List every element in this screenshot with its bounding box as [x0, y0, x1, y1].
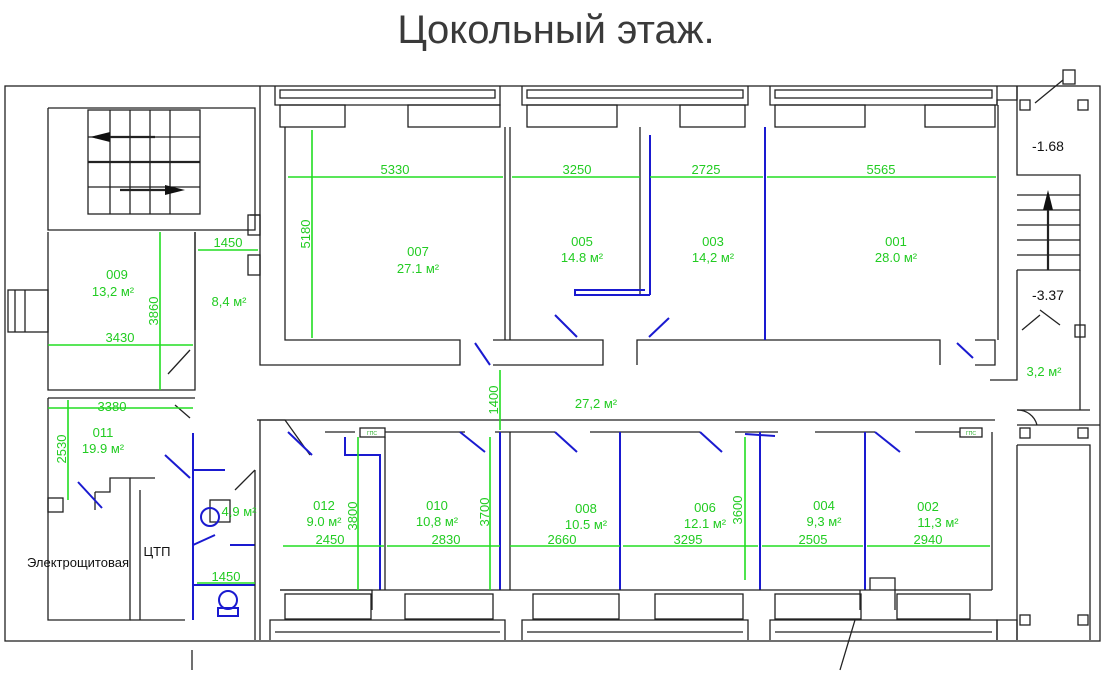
room-008-area: 10.5 м²: [565, 517, 608, 532]
page-title: Цокольный этаж.: [397, 8, 715, 52]
windows-bottom: [275, 593, 992, 633]
stair-area: 3,2 м²: [1027, 364, 1063, 379]
room-005-num: 005: [571, 234, 593, 249]
dim-2725: 2725: [692, 162, 721, 177]
dimension-lines: [48, 130, 996, 590]
dim-5330: 5330: [381, 162, 410, 177]
vestibule-area: 8,4 м²: [212, 294, 248, 309]
wc-area: 4,9 м²: [222, 504, 258, 519]
left-stair: [7, 107, 256, 333]
room-009-area: 13,2 м²: [92, 284, 135, 299]
lower-rooms: [257, 419, 995, 640]
left-lower-block: [47, 398, 856, 671]
dim-3250: 3250: [563, 162, 592, 177]
windows-top: [279, 89, 996, 128]
room-012-area: 9.0 м²: [307, 514, 343, 529]
room-009-walls: [47, 232, 196, 399]
dim-3800: 3800: [345, 502, 360, 531]
label-heat-point: ЦТП: [144, 544, 171, 559]
dim-2530: 2530: [54, 435, 69, 464]
room-010-num: 010: [426, 498, 448, 513]
outer-walls: [4, 85, 1101, 642]
room-005-area: 14.8 м²: [561, 250, 604, 265]
dim-1400: 1400: [486, 386, 501, 415]
level-mark-1: -1.68: [1032, 138, 1064, 154]
dim-2505: 2505: [799, 532, 828, 547]
dim-2940: 2940: [914, 532, 943, 547]
room-001-area: 28.0 м²: [875, 250, 918, 265]
room-004-num: 004: [813, 498, 835, 513]
room-003-num: 003: [702, 234, 724, 249]
dimension-values: 5330 3250 2725 5565 5180 1450 3860 3430 …: [54, 162, 942, 584]
right-stair: [990, 69, 1100, 640]
corridor-area: 27,2 м²: [575, 396, 618, 411]
room-007-num: 007: [407, 244, 429, 259]
dim-1450-bottom: 1450: [212, 569, 241, 584]
sign-label-left: ГПС: [367, 431, 377, 437]
room-010-area: 10,8 м²: [416, 514, 459, 529]
room-001-num: 001: [885, 234, 907, 249]
dim-2830: 2830: [432, 532, 461, 547]
dim-3430: 3430: [106, 330, 135, 345]
corridor-walls: [247, 86, 999, 366]
dim-5565: 5565: [867, 162, 896, 177]
label-electrical-room: Электрощитовая: [27, 555, 129, 570]
room-008-num: 008: [575, 501, 597, 516]
room-006-num: 006: [694, 500, 716, 515]
dim-1450-top: 1450: [214, 235, 243, 250]
dim-3380: 3380: [98, 399, 127, 414]
dim-2450: 2450: [316, 532, 345, 547]
dim-3700: 3700: [477, 498, 492, 527]
room-002-area: 11,3 м²: [917, 515, 959, 530]
room-011-num: 011: [93, 425, 114, 440]
dim-3295: 3295: [674, 532, 703, 547]
level-mark-2: -3.37: [1032, 287, 1064, 303]
room-006-area: 12.1 м²: [684, 516, 727, 531]
annotations: -1.68 -3.37 Электрощитовая ЦТП ГПС ГПС: [27, 138, 1064, 570]
dim-5180: 5180: [298, 220, 313, 249]
room-002-num: 002: [917, 499, 939, 514]
sign-label-right: ГПС: [966, 431, 976, 437]
room-004-area: 9,3 м²: [807, 514, 843, 529]
dim-3860: 3860: [146, 297, 161, 326]
dim-3600: 3600: [730, 496, 745, 525]
room-009-num: 009: [106, 267, 128, 282]
room-labels: 009 13,2 м² 007 27.1 м² 005 14.8 м² 003 …: [82, 234, 1062, 532]
room-007-area: 27.1 м²: [397, 261, 440, 276]
room-003-area: 14,2 м²: [692, 250, 735, 265]
dim-2660: 2660: [548, 532, 577, 547]
room-011-area: 19.9 м²: [82, 441, 125, 456]
room-012-num: 012: [313, 498, 335, 513]
